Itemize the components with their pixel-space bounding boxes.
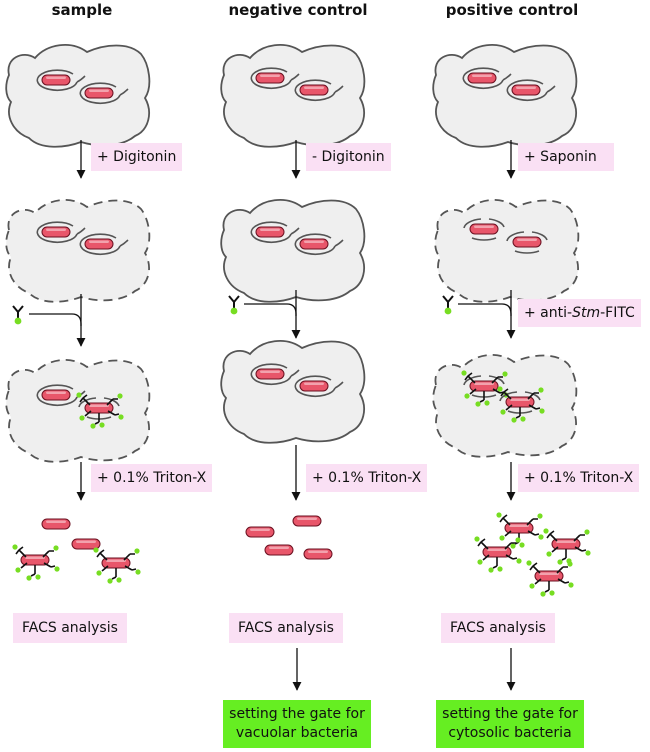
result-vacuolar-line2: vacuolar bacteria bbox=[235, 725, 359, 741]
cell-intact-negative-3 bbox=[221, 341, 364, 443]
released-bacteria-positive bbox=[474, 512, 590, 596]
header-positive-control: positive control bbox=[445, 1, 579, 19]
step-antibody: + anti-Stm-FITC bbox=[518, 299, 641, 327]
arrow-positive-2 bbox=[458, 303, 516, 339]
sample-column bbox=[6, 45, 149, 584]
result-cytosolic-gate: setting the gate for cytosolic bacteria bbox=[436, 700, 584, 748]
step-triton-sample: + 0.1% Triton-X bbox=[91, 464, 213, 492]
antibody-icon bbox=[12, 305, 24, 326]
antibody-species: Stm bbox=[572, 305, 601, 321]
step-saponin: + Saponin bbox=[518, 143, 614, 171]
step-triton-negative: + 0.1% Triton-X bbox=[306, 464, 428, 492]
result-cytosolic-line1: setting the gate for bbox=[442, 706, 578, 722]
antibody-suffix: -FITC bbox=[600, 305, 635, 321]
cell-intact-positive bbox=[433, 45, 576, 147]
facs-analysis-sample: FACS analysis bbox=[13, 613, 127, 643]
cell-intact-sample bbox=[6, 45, 149, 147]
step-triton-positive: + 0.1% Triton-X bbox=[518, 464, 640, 492]
facs-analysis-negative: FACS analysis bbox=[229, 613, 343, 643]
result-vacuolar-gate: setting the gate for vacuolar bacteria bbox=[223, 700, 371, 748]
header-sample: sample bbox=[51, 1, 113, 19]
positive-column bbox=[433, 45, 590, 691]
released-bacteria-sample bbox=[12, 518, 140, 584]
cell-stained-sample bbox=[6, 360, 149, 462]
cell-intact-negative-1 bbox=[221, 45, 364, 147]
cell-permeabilized-sample bbox=[6, 200, 149, 302]
header-negative-control: negative control bbox=[228, 1, 368, 19]
cell-stained-positive bbox=[433, 355, 576, 457]
cell-intact-negative-2 bbox=[221, 200, 364, 302]
antibody-icon bbox=[228, 295, 240, 316]
antibody-icon bbox=[442, 295, 454, 316]
arrow-negative-2 bbox=[244, 303, 301, 339]
result-cytosolic-line2: cytosolic bacteria bbox=[448, 725, 572, 741]
arrow-sample-2 bbox=[29, 313, 86, 347]
step-digitonin-plus: + Digitonin bbox=[91, 143, 183, 171]
negative-column bbox=[221, 45, 364, 691]
cell-permeabilized-positive bbox=[435, 200, 578, 302]
facs-analysis-positive: FACS analysis bbox=[441, 613, 555, 643]
result-vacuolar-line1: setting the gate for bbox=[229, 706, 365, 722]
antibody-prefix: + anti- bbox=[524, 305, 573, 321]
step-digitonin-minus: - Digitonin bbox=[306, 143, 391, 171]
released-bacteria-negative bbox=[245, 515, 333, 560]
